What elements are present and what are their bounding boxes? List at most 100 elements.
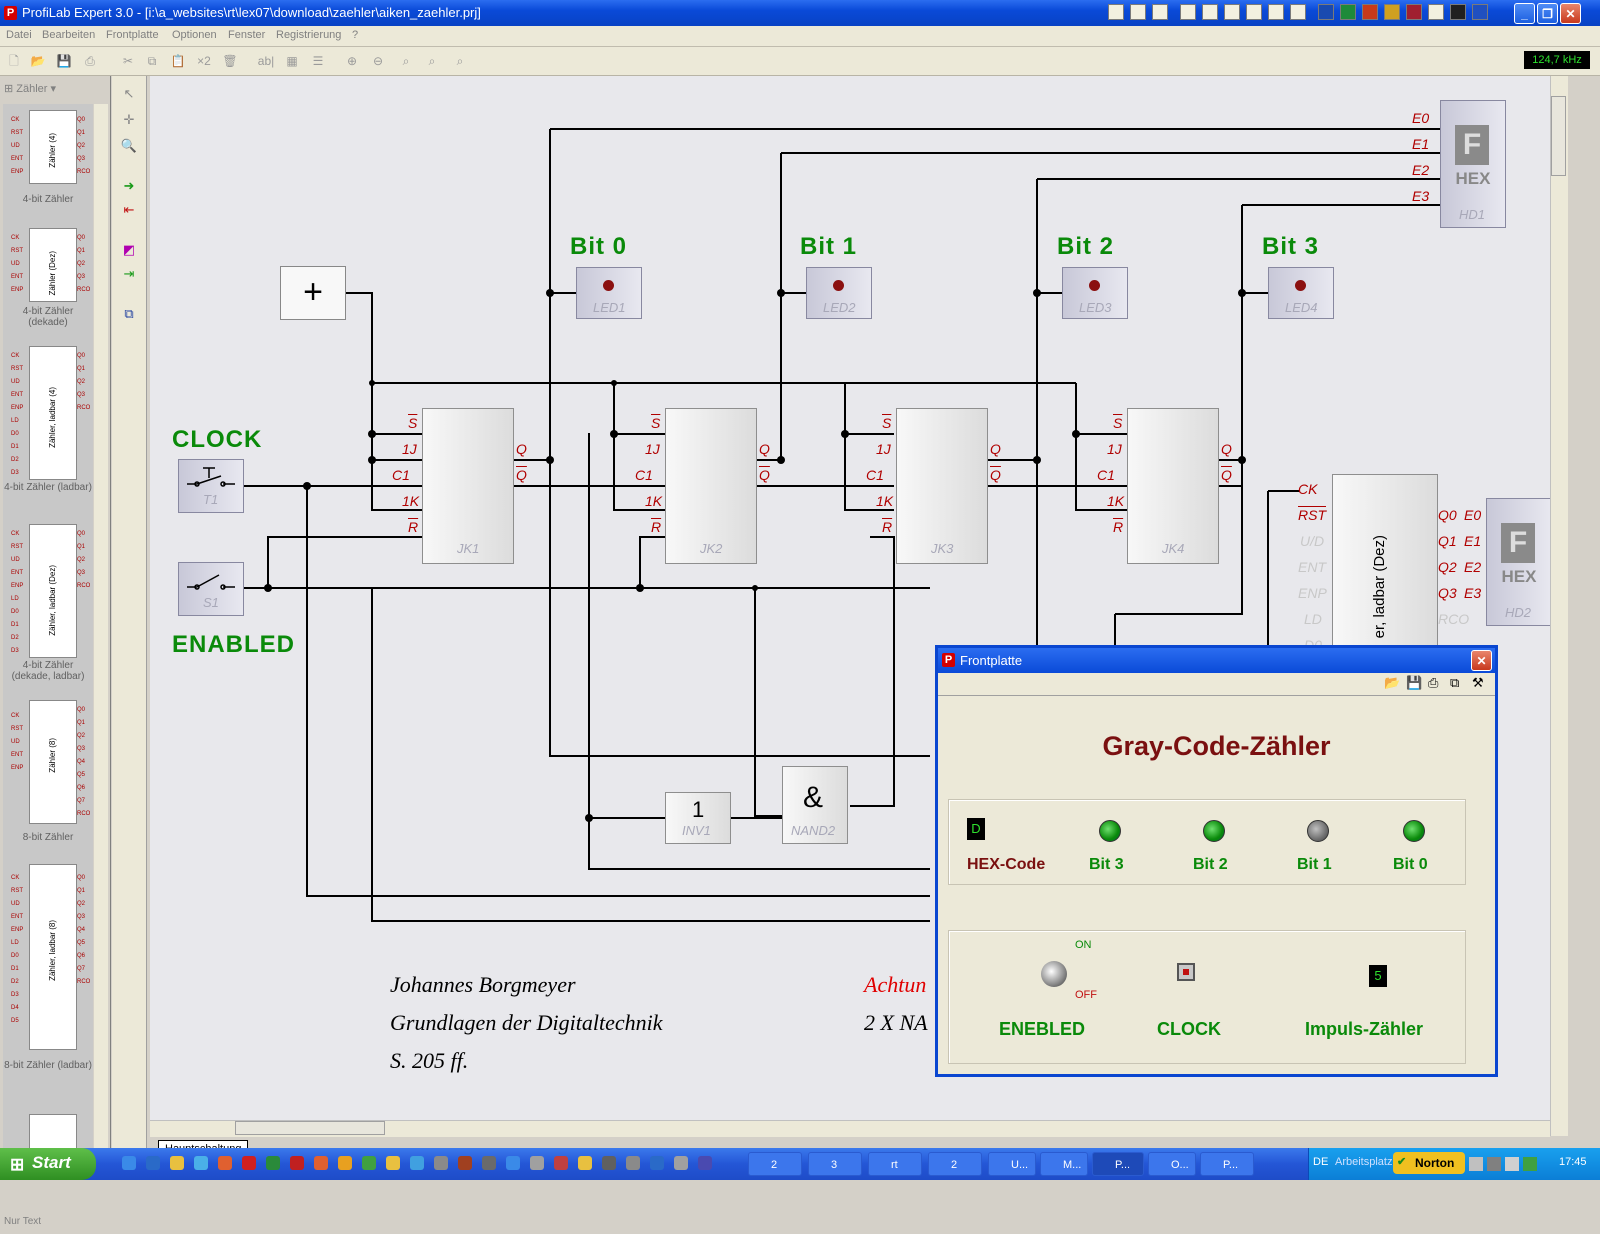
canvas-horizontal-scrollbar[interactable] [150,1120,1550,1137]
app-icon[interactable]: P [4,6,17,20]
copy-icon[interactable]: ⧉ [147,54,157,68]
menu-registrierung[interactable]: Registrierung [276,29,342,41]
text-tool-button[interactable]: ab| [257,54,275,68]
magnifier-icon[interactable]: 🔍 [120,138,138,153]
menu-frontplatte[interactable]: Frontplatte [106,29,159,41]
excel-icon[interactable] [1340,4,1356,20]
zoom-all-icon[interactable]: ⌕ [428,54,436,68]
duplicate-button[interactable]: ×2 [197,54,211,68]
taskbar-task[interactable]: U... [988,1152,1036,1176]
enabled-toggle-switch[interactable] [1041,961,1067,987]
grid-icon[interactable]: ▦ [286,54,298,68]
norton-button[interactable]: ✔ Norton [1393,1152,1465,1174]
language-indicator[interactable]: DE [1313,1156,1329,1168]
frontplatte-title-bar[interactable]: P Frontplatte ✕ [938,648,1495,673]
quick-icon[interactable] [1130,4,1146,20]
crosshair-icon[interactable]: ✛ [123,112,135,127]
tools-icon[interactable]: ⚒ [1472,675,1484,690]
quicklaunch-icon[interactable] [362,1156,376,1170]
quick-icon[interactable] [1246,4,1262,20]
powerpoint-icon[interactable] [1362,4,1378,20]
led-component[interactable]: LED4 [1268,267,1334,319]
save-icon[interactable]: 💾 [1406,675,1423,690]
tray-icon[interactable] [1469,1157,1483,1171]
library-category-select[interactable]: ⊞ Zähler ▾ [4,82,102,100]
delete-icon[interactable]: 🗑 [222,54,238,68]
jk-flipflop[interactable]: JK1 [422,408,514,564]
quick-icon[interactable] [1268,4,1284,20]
quicklaunch-icon[interactable] [578,1156,592,1170]
quicklaunch-icon[interactable] [266,1156,280,1170]
quicklaunch-icon[interactable] [626,1156,640,1170]
quicklaunch-icon[interactable] [506,1156,520,1170]
quicklaunch-icon[interactable] [290,1156,304,1170]
connect-icon[interactable]: ⇥ [123,266,135,281]
menu-datei[interactable]: Datei [6,29,32,41]
new-file-icon[interactable]: 🗋 [9,54,19,68]
quicklaunch-icon[interactable] [698,1156,712,1170]
taskbar-task[interactable]: 2 [928,1152,982,1176]
taskbar-task[interactable]: M... [1040,1152,1088,1176]
restore-button[interactable]: ❐ [1537,3,1558,24]
library-scrollbar[interactable] [94,104,108,1149]
zoom-reset-icon[interactable]: ⌕ [456,54,464,68]
quick-icon[interactable] [1428,4,1444,20]
quicklaunch-icon[interactable] [146,1156,160,1170]
word-icon[interactable] [1318,4,1334,20]
mail-icon[interactable] [1180,4,1196,20]
tray-icon[interactable] [1505,1157,1519,1171]
quick-icon[interactable] [1108,4,1124,20]
tray-icon[interactable] [1523,1157,1537,1171]
print-icon[interactable]: ⎙ [85,54,95,68]
open-folder-icon[interactable]: 📂 [30,54,46,68]
quick-icon[interactable] [1450,4,1466,20]
list-icon[interactable]: ☰ [312,54,324,68]
cut-icon[interactable]: ✂ [122,54,134,68]
jk-flipflop[interactable]: JK2 [665,408,757,564]
library-footer[interactable]: Nur Text [4,1216,108,1234]
quicklaunch-icon[interactable] [242,1156,256,1170]
stop-icon[interactable]: ⇤ [123,202,135,217]
vertical-scroll-thumb[interactable] [1551,96,1566,176]
hex-display-hd2[interactable]: F HEX HD2 [1486,498,1550,626]
quicklaunch-icon[interactable] [602,1156,616,1170]
led-component[interactable]: LED1 [576,267,642,319]
quicklaunch-icon[interactable] [386,1156,400,1170]
zoom-in-icon[interactable]: ⊕ [346,54,358,68]
save-icon[interactable]: 💾 [56,54,72,68]
minimize-button[interactable]: _ [1514,3,1535,24]
start-button[interactable]: ⊞ Start [0,1148,96,1180]
constant-plus[interactable]: + [280,266,346,320]
led-component[interactable]: LED3 [1062,267,1128,319]
taskbar-task[interactable]: 2 [748,1152,802,1176]
quick-icon[interactable] [1406,4,1422,20]
quicklaunch-icon[interactable] [554,1156,568,1170]
windows-icon[interactable]: ⧉ [124,306,134,321]
jk-flipflop[interactable]: JK3 [896,408,988,564]
quicklaunch-icon[interactable] [314,1156,328,1170]
quick-icon[interactable] [1202,4,1218,20]
quicklaunch-icon[interactable] [434,1156,448,1170]
quicklaunch-icon[interactable] [482,1156,496,1170]
switch-s1[interactable]: S1 [178,562,244,616]
close-button[interactable]: ✕ [1560,3,1581,24]
quicklaunch-icon[interactable] [410,1156,424,1170]
workspace-label[interactable]: Arbeitsplatz [1335,1156,1393,1168]
quick-icon[interactable] [1152,4,1168,20]
quicklaunch-icon[interactable] [674,1156,688,1170]
tray-icon[interactable] [1487,1157,1501,1171]
quicklaunch-icon[interactable] [122,1156,136,1170]
quicklaunch-icon[interactable] [218,1156,232,1170]
run-arrow-icon[interactable]: ➜ [123,178,135,193]
pointer-icon[interactable]: ↖ [123,86,135,101]
frontplatte-close-button[interactable]: ✕ [1471,650,1492,671]
taskbar-task[interactable]: rt [868,1152,922,1176]
nand-gate-nand2[interactable]: & NAND2 [782,766,848,844]
copy-icon[interactable]: ⧉ [1450,675,1460,690]
